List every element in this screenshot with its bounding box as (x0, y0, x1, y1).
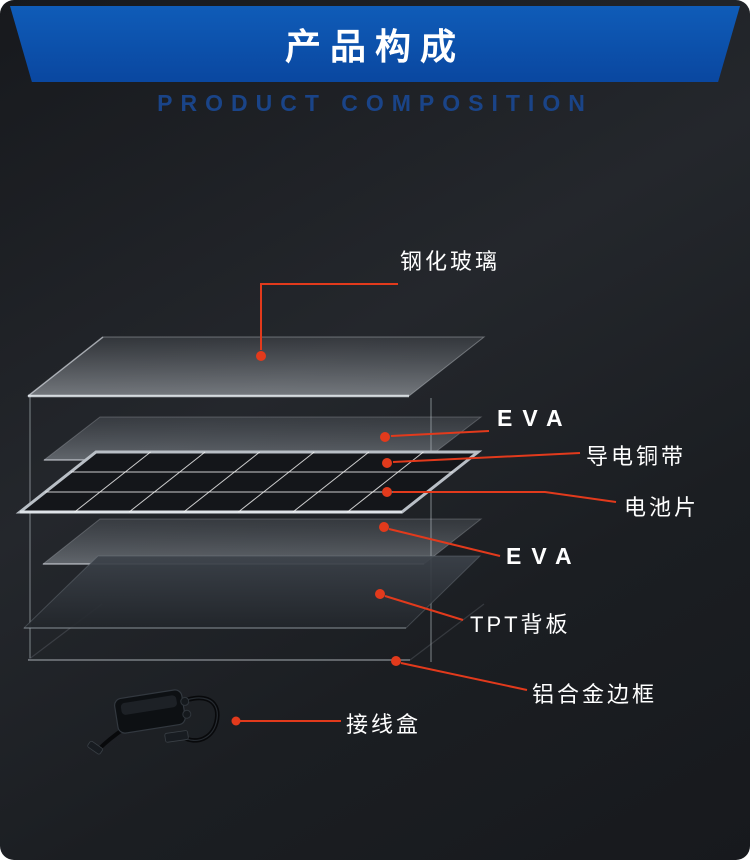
layer-glass (26, 336, 486, 398)
page-title: 产品构成 (284, 26, 465, 67)
page-subtitle: PRODUCT COMPOSITION (157, 90, 593, 116)
callout-lines (231, 283, 617, 726)
label-tpt-backsheet: TPT背板 (470, 612, 571, 637)
banner: 产品构成 (10, 6, 740, 82)
label-aluminum-frame: 铝合金边框 (532, 682, 658, 707)
label-copper-ribbon: 导电铜带 (586, 444, 687, 469)
layer-tpt (22, 555, 482, 629)
layer-cells (15, 450, 483, 514)
junction-box-art (87, 689, 220, 755)
label-solar-cell: 电池片 (624, 495, 700, 520)
label-eva-top: EVA (497, 405, 573, 431)
label-junction-box: 接线盒 (346, 712, 422, 737)
label-tempered-glass: 钢化玻璃 (400, 249, 501, 274)
label-eva-bottom: EVA (506, 543, 582, 569)
